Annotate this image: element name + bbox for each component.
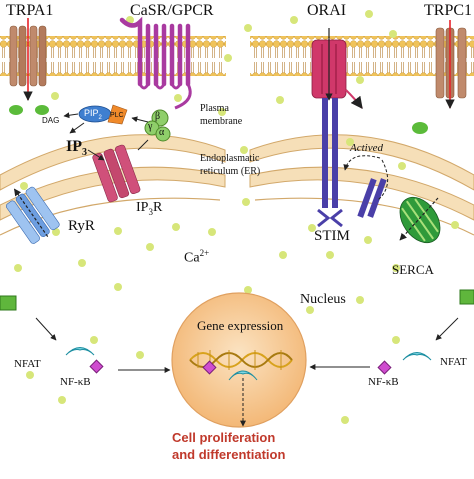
casr-gpcr-receptor	[119, 16, 192, 110]
label-casr-gpcr: CaSR/GPCR	[130, 2, 214, 19]
label-outcome-2: and differentiation	[172, 447, 286, 462]
trpa1-channel	[9, 18, 49, 115]
stim-protein	[317, 98, 389, 228]
label-dag: DAG	[42, 116, 60, 125]
label-plasma-membrane-1: Plasma	[200, 103, 229, 114]
label-nfat-left: NFAT	[14, 358, 41, 370]
label-pip2: PIP2	[84, 108, 102, 121]
label-nfkb-left: NF-κB	[60, 376, 91, 388]
label-nfat-right: NFAT	[440, 356, 467, 368]
label-gamma: γ	[148, 121, 153, 132]
label-serca: SERCA	[392, 262, 434, 277]
trpc1-channel	[412, 20, 467, 134]
serca-pump	[399, 196, 441, 244]
label-trpa1: TRPA1	[6, 2, 54, 19]
label-beta: β	[155, 111, 161, 122]
label-ryr: RyR	[68, 218, 95, 234]
label-stim: STIM	[314, 228, 350, 244]
label-nfkb-right: NF-κB	[368, 376, 399, 388]
label-ip3r: IP3R	[136, 200, 163, 217]
right-pathway	[309, 289, 474, 375]
ip3r-receptor	[87, 144, 141, 203]
label-gene-expression: Gene expression	[197, 318, 284, 333]
label-calcium: Ca2+	[184, 248, 210, 266]
left-pathway	[0, 295, 171, 374]
label-trpc1: TRPC1	[424, 2, 473, 19]
label-actived: Actived	[350, 142, 383, 154]
label-ip3: IP3	[66, 138, 87, 159]
nucleus	[171, 292, 307, 428]
label-er-1: Endoplasmatic	[200, 153, 260, 164]
calcium-ions	[14, 10, 459, 424]
orai-channel	[311, 28, 363, 109]
label-plc: PLC	[110, 112, 124, 119]
plc-complex	[63, 104, 171, 151]
label-plasma-membrane-2: membrane	[200, 116, 243, 127]
label-alpha: α	[159, 127, 165, 138]
label-outcome-1: Cell proliferation	[172, 430, 276, 445]
label-er-2: reticulum (ER)	[200, 166, 261, 177]
label-nucleus: Nucleus	[300, 292, 346, 307]
ryr-receptor	[5, 186, 60, 244]
label-orai: ORAI	[307, 2, 347, 19]
